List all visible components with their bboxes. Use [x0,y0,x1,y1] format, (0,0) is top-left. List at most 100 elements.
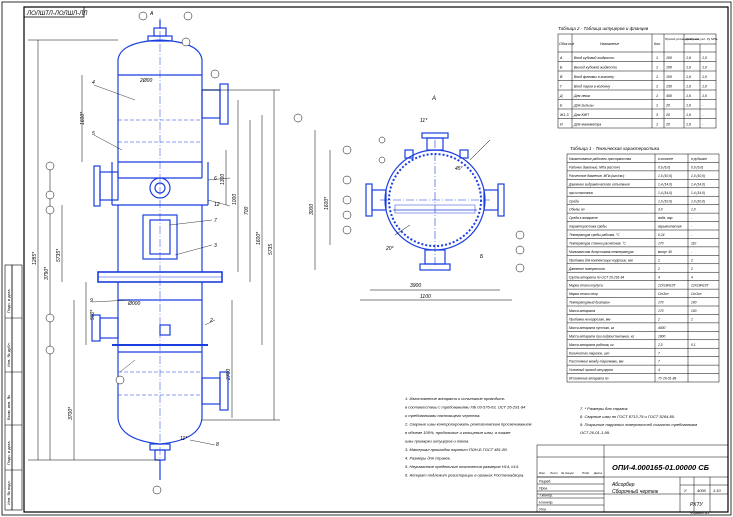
nozzle-cell: 450 [666,94,672,98]
nozzle-cell: 1 [656,122,658,126]
tech-cell: Давление гидравлического испытания [568,182,630,186]
dim-dia-1: Ø000 [127,301,140,307]
left-margin-strip: Инв. № подл. Подп. и дата Взам. инв. № И… [4,264,23,511]
tech-cell: Марка стали корпуса [569,284,603,288]
nozzle-cell: Вход паров в колонну [574,84,610,88]
nozzle-cell: 1 [656,94,658,98]
leader-numbers-front: 4 5 6 12 7 3 9 2 8 [90,80,220,448]
nozzle-cell: 20 [665,113,670,117]
tech-cell: 170 [658,309,664,313]
nozzle-head-1: Назначение [600,42,619,46]
tech-cell: Минимальная допустимая температура [569,250,634,254]
nozzle-cell: - [702,122,704,126]
dim-small-11: 11* [180,436,188,442]
margin-label-2: Подп. и дата [6,441,11,465]
tech-cell: Масса аппарата [569,309,595,313]
nozzle-cell: А [559,56,563,60]
leader-4: 4 [92,80,95,86]
tech-cell: Прибавка для компенсации коррозии, мм [569,258,633,262]
leader-12: 12 [214,202,220,208]
lit: У [684,488,687,493]
note-center-line: и требованиями настоящего чертежа. [405,413,480,418]
tech-cell: 3,0 [658,208,663,212]
view-arrow-a: A [149,11,154,17]
note-center-line: в объеме 100%, продольные и кольцевые шв… [405,430,511,435]
nozzle-cell: 3 [656,113,658,117]
scale: 1:10 [713,488,722,493]
tech-cell: 100 [691,309,697,313]
section-texts: А 3900 1100 1600* 3000 45° 20° 11* Б [309,96,484,300]
tech-cell: 1,0 [691,208,696,212]
nozzle-cell: 1,6 [686,65,691,69]
title-block-row-label: Разраб. [539,480,551,484]
tech-cell: Рабочее давление, МПа (кгс/см²) [569,166,620,170]
dim-right-6: 1300 [220,174,226,185]
tech-cell: 110 [691,242,696,246]
dim-height-4: 3700* [68,406,74,420]
drawing-name-2: Сборочный чертеж [612,488,659,495]
inner-frame [23,6,729,513]
note-center-line: 6. Аппарат подлежит регистрации в органа… [405,473,524,478]
margin-label-4: Инв. № дубл. [6,342,11,367]
tech-cell: 12Х18Н10Т [691,284,710,288]
leader-6: 6 [214,176,217,182]
nozzle-cell: 100 [666,65,672,69]
tech-cell: Прибавка на коррозию, мм [569,318,611,322]
note-center-line: 1. Изготовление аппарата и испытание про… [405,396,505,401]
title-block-row-label: Н.контр. [539,501,553,505]
note-center-line: 5. Неуказанные предельные отклонения раз… [405,464,519,469]
nozzle-cell: Е [560,103,563,107]
nozzle-cell: В [560,75,563,79]
nozzle-cell: 1,0 [702,84,707,88]
tech-cell: 4000 [658,326,666,330]
nozzle-cell: 20 [665,122,670,126]
title-block-row-label: Пров. [539,487,548,491]
tech-cell: 7 [658,351,660,355]
nozzle-cell: 1 [656,56,658,60]
nozzle-cell: И [560,122,563,126]
tech-cell: Расчетное давление, МПа (кгс/см²) [569,174,624,178]
note-center-line: 2. Сварные швы контролировать рентгеновс… [404,422,532,427]
leader-balloons-front [45,11,303,495]
tech-cell: 1,0 (10,0) [691,174,705,178]
notes-right: 7. * Размеры для справок.8. Сварные швы … [580,406,697,435]
tech-cell: Расстояние между тарелками, мм [569,360,624,364]
nozzle-cell: Для люка [573,94,590,98]
tech-cell: 170 [658,301,664,305]
nozzle-cell: Для манометра [573,122,601,126]
margin-label-5: Подп. и дата [6,289,11,313]
nozzle-cell: Для КИП [573,113,589,117]
tech-cell: Среда в аппарате [569,216,598,220]
nozzle-cell: Вход флегмы в колонну [574,75,614,79]
note-center-line: 3. Материал прокладок паронит ПОН-Б ГОСТ… [405,447,508,452]
nozzle-cell: Д [559,94,563,98]
section-dim-2: 1100 [420,294,431,300]
tech-cell: ТУ 26-01-89 [658,377,676,381]
tech-cell: Температура среды рабочая, °С [569,233,620,237]
mass: 4000 [697,488,707,493]
tech-cell: 1,0 (10,0) [658,174,672,178]
section-dimensions [314,130,512,301]
leader-lines-front [91,84,231,446]
nozzle-cell: 1,6 [686,122,691,126]
stamp-box: ЛОЛШТЛ-ЛОЛШЛ-ЛЛ [23,6,88,18]
nozzle-cell: Ж1-3 [559,113,569,117]
tech-cell: 2 [690,267,693,271]
tech-cell: 2 [657,267,660,271]
tech-cell: 170 [658,242,664,246]
note-right-line: 9. Покрытие наружных поверхностей соглас… [580,422,697,427]
dim-right-3: 1600* [256,231,262,245]
nozzle-cell: Для гильзы [573,103,594,107]
title-block-rows: Разраб.Пров.Т.контр.Н.контр.Утв.Изм.Лист… [537,471,604,512]
nozzle-cell: - [702,113,704,117]
tech-cell: Условный проход штуцеров [569,368,613,372]
tech-cell: 4 [658,368,660,372]
tech-cell: 1800 [658,334,666,338]
note-right-line: ОСТ 26-01-1-99. [580,430,610,435]
note-center-line: 4. Размеры для справок. [405,456,451,461]
nozzle-cell: 1,0 [702,75,707,79]
tech-table-title: Таблица 1 - Техническая характеристика [570,146,660,151]
